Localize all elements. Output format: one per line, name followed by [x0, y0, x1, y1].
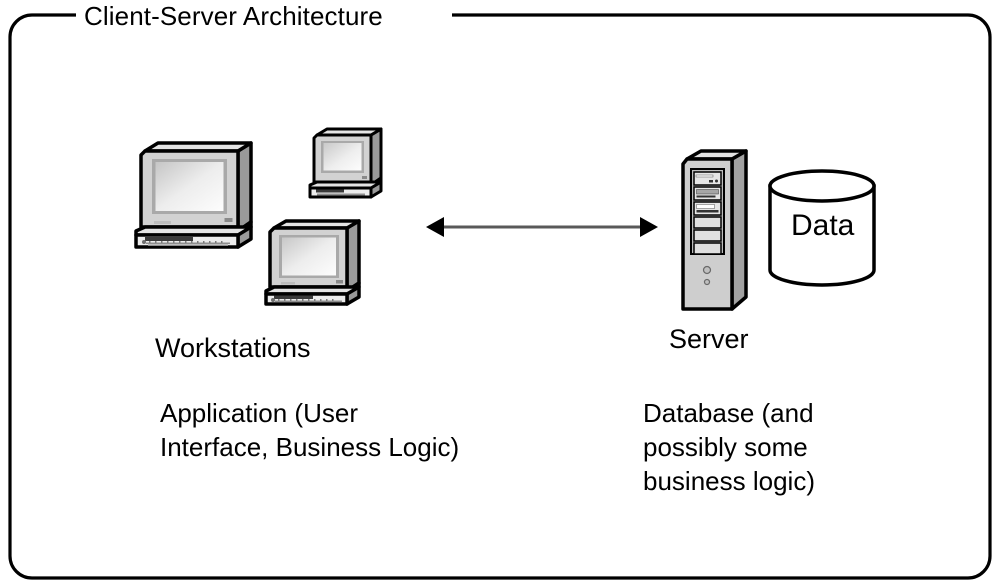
workstation-computer-icon-medium	[262, 216, 368, 310]
workstations-description-line-1: Application (User	[160, 398, 358, 428]
workstation-computer-icon-small	[306, 126, 390, 200]
bidirectional-arrow	[420, 212, 664, 242]
server-description-line-3: business logic)	[643, 466, 815, 496]
server-description-line-1: Database (and	[643, 398, 814, 428]
workstations-description-line-2: Interface, Business Logic)	[160, 432, 460, 462]
workstation-computer-icon-large	[132, 138, 262, 256]
server-tower-icon	[676, 144, 754, 316]
server-description-line-2: possibly some	[643, 432, 808, 462]
server-heading: Server	[669, 324, 749, 354]
database-cylinder-icon: Data	[764, 169, 884, 288]
page-title: Client-Server Architecture	[84, 1, 383, 31]
workstations-heading: Workstations	[155, 333, 311, 363]
database-label: Data	[791, 209, 855, 242]
